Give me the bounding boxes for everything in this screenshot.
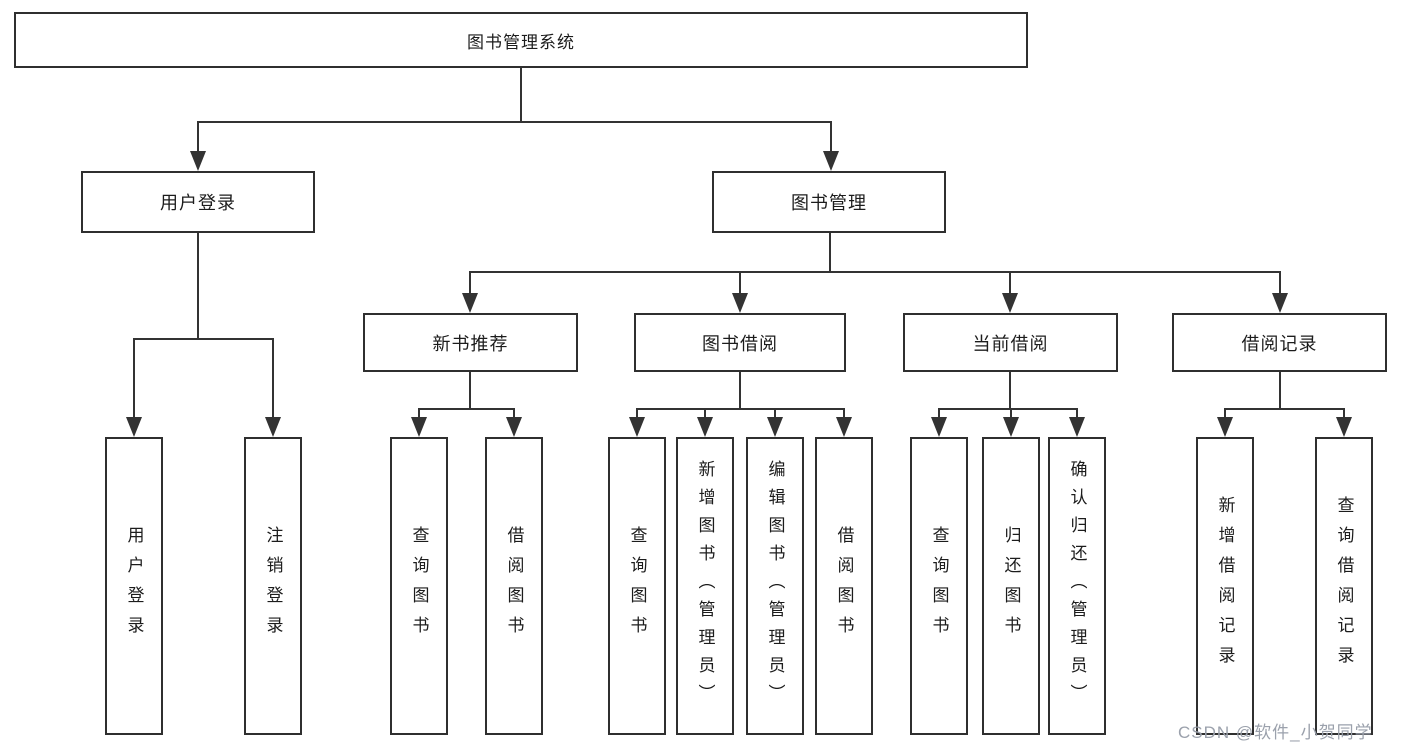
connector-stem-user-login [197, 121, 199, 152]
connector-stem-book-borrow [739, 271, 741, 294]
connector-currentborrow-branch [938, 408, 1078, 410]
arrow-down-icon [697, 417, 713, 437]
connector-stem [774, 408, 776, 419]
arrow-down-icon [1336, 417, 1352, 437]
leaf-box-query-books-newbooks: 查询图书 [390, 437, 448, 735]
leaf-label: 借阅图书 [834, 526, 854, 646]
connector-stem-book-mgmt [830, 121, 832, 152]
level3-box-borrowing-records: 借阅记录 [1172, 313, 1387, 372]
level3-box-current-borrowing: 当前借阅 [903, 313, 1118, 372]
leaf-label: 查询图书 [627, 526, 647, 646]
arrow-down-icon [931, 417, 947, 437]
arrow-down-icon [1217, 417, 1233, 437]
leaf-box-confirm-return-admin: 确认归还（管理员） [1048, 437, 1106, 735]
connector-bookborrow-branch [636, 408, 845, 410]
connector-userlogin-branch [133, 338, 274, 340]
connector-stem-login-leaf [133, 338, 135, 418]
leaf-box-edit-books-admin: 编辑图书（管理员） [746, 437, 804, 735]
leaf-label: 借阅图书 [504, 526, 524, 646]
level3-box-book-borrowing: 图书借阅 [634, 313, 846, 372]
connector-borrowrecords-drop [1279, 372, 1281, 408]
leaf-box-logout: 注销登录 [244, 437, 302, 735]
arrow-down-icon [1069, 417, 1085, 437]
connector-currentborrow-drop [1009, 372, 1011, 408]
connector-stem [1076, 408, 1078, 419]
leaf-box-query-books-borrowing: 查询图书 [608, 437, 666, 735]
arrow-down-icon [462, 293, 478, 313]
level2-box-book-management: 图书管理 [712, 171, 946, 233]
leaf-box-query-borrow-record: 查询借阅记录 [1315, 437, 1373, 735]
arrow-down-icon [1272, 293, 1288, 313]
connector-borrowrecords-branch [1224, 408, 1345, 410]
connector-newbooks-drop [469, 372, 471, 408]
connector-root-branch [197, 121, 832, 123]
leaf-box-borrow-books-borrowing: 借阅图书 [815, 437, 873, 735]
level3-box-label: 借阅记录 [1241, 333, 1318, 354]
root-box-label: 图书管理系统 [467, 32, 575, 52]
leaf-label: 查询图书 [929, 526, 949, 646]
connector-stem [418, 408, 420, 419]
arrow-down-icon [190, 151, 206, 171]
leaf-label: 查询借阅记录 [1334, 496, 1354, 676]
leaf-label: 确认归还（管理员） [1067, 460, 1087, 712]
connector-stem [513, 408, 515, 419]
leaf-label: 新增借阅记录 [1215, 496, 1235, 676]
connector-bookmgmt-branch [469, 271, 1281, 273]
arrow-down-icon [732, 293, 748, 313]
arrow-down-icon [836, 417, 852, 437]
leaf-box-add-borrow-record: 新增借阅记录 [1196, 437, 1254, 735]
connector-stem [704, 408, 706, 419]
level2-box-user-login: 用户登录 [81, 171, 315, 233]
connector-stem [938, 408, 940, 419]
connector-stem-current-borrow [1009, 271, 1011, 294]
level3-box-label: 新书推荐 [432, 333, 509, 354]
connector-bookmgmt-drop [829, 233, 831, 271]
root-box-library-management-system: 图书管理系统 [14, 12, 1028, 68]
arrow-down-icon [767, 417, 783, 437]
connector-userlogin-drop [197, 233, 199, 338]
arrow-down-icon [126, 417, 142, 437]
leaf-box-return-books: 归还图书 [982, 437, 1040, 735]
connector-newbooks-branch [418, 408, 515, 410]
leaf-label: 编辑图书（管理员） [765, 460, 785, 712]
connector-bookborrow-drop [739, 372, 741, 408]
arrow-down-icon [411, 417, 427, 437]
connector-stem [1010, 408, 1012, 419]
connector-stem [843, 408, 845, 419]
arrow-down-icon [265, 417, 281, 437]
arrow-down-icon [1003, 417, 1019, 437]
connector-stem-logout-leaf [272, 338, 274, 418]
leaf-label: 注销登录 [263, 526, 283, 646]
arrow-down-icon [1002, 293, 1018, 313]
leaf-box-query-books-current: 查询图书 [910, 437, 968, 735]
leaf-label: 归还图书 [1001, 526, 1021, 646]
leaf-box-user-login: 用户登录 [105, 437, 163, 735]
level3-box-label: 图书借阅 [702, 333, 778, 354]
arrow-down-icon [506, 417, 522, 437]
connector-stem-new-books [469, 271, 471, 294]
leaf-label: 查询图书 [409, 526, 429, 646]
level3-box-new-book-recommendation: 新书推荐 [363, 313, 578, 372]
connector-stem-borrow-records [1279, 271, 1281, 294]
leaf-label: 用户登录 [124, 526, 144, 646]
csdn-watermark: CSDN @软件_小贺同学 [1178, 723, 1373, 742]
connector-stem [1343, 408, 1345, 419]
arrow-down-icon [823, 151, 839, 171]
level3-box-label: 当前借阅 [972, 333, 1049, 354]
level2-box-label: 用户登录 [160, 193, 236, 213]
leaf-label: 新增图书（管理员） [695, 460, 715, 712]
connector-root-drop [520, 68, 522, 121]
connector-stem [1224, 408, 1226, 419]
connector-stem [636, 408, 638, 419]
leaf-box-borrow-books-newbooks: 借阅图书 [485, 437, 543, 735]
level2-box-label: 图书管理 [791, 193, 867, 213]
leaf-box-add-books-admin: 新增图书（管理员） [676, 437, 734, 735]
arrow-down-icon [629, 417, 645, 437]
